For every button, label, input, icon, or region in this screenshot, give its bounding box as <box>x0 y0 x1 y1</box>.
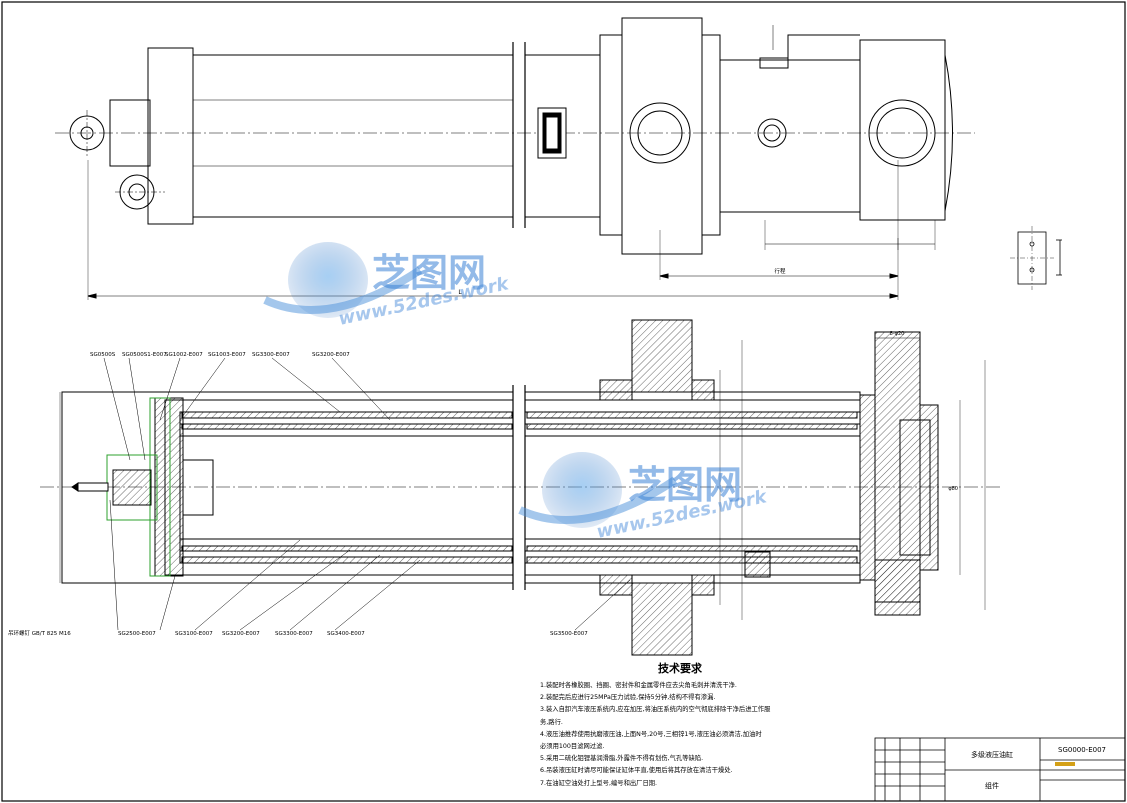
part-label: SG0500S <box>90 352 116 358</box>
tech-requirement-item: 1.装配时各橡胶圈、挡圈、密封件和金属零件应去尖角毛刺并清洗干净. <box>540 682 737 689</box>
title-block <box>874 737 1126 802</box>
tech-requirement-item: 必须用100目滤网过滤. <box>540 743 605 751</box>
tech-requirement-item: 7.在油缸空油处打上型号,编号和出厂日期. <box>540 779 658 787</box>
part-label: SG3300-E007 <box>252 352 290 358</box>
leader-lines <box>103 357 631 631</box>
tech-requirement-item: 5.采用二硫化钼锂基润滑脂,外露件不得有划伤,气孔等缺陷. <box>540 755 704 763</box>
section-view <box>40 319 1000 656</box>
title-block-drawing-no: SG0000-E007 <box>1058 746 1106 754</box>
tech-requirement-item: 务,路行. <box>540 718 563 726</box>
dim-stroke-text: 行程 <box>774 267 786 275</box>
part-labels-bottom: 吊环螺钉 GB/T 825 M16 SG2500-E007 SG3100-E00… <box>8 629 588 637</box>
watermark-brand: 芝图网 <box>372 251 486 295</box>
part-label: SG3200-E007 <box>222 631 260 637</box>
detail-view <box>1010 226 1062 290</box>
tech-requirements-title: 技术要求 <box>658 662 702 675</box>
part-label: SG3100-E007 <box>175 631 213 637</box>
part-labels-top: SG0500S SG0500S1-E007 SG1002-E007 SG1003… <box>90 352 350 358</box>
dim-flange-width: 8-φ20 <box>890 331 905 337</box>
part-label: SG1002-E007 <box>165 352 203 358</box>
tech-requirement-item: 4.液压油推荐使用抗磨液压油,上面N号,20号,三相锌1号,液压油必须清洁,加油… <box>540 730 762 738</box>
watermark-brand: 芝图网 <box>628 463 742 507</box>
part-label: SG2500-E007 <box>118 631 156 637</box>
title-block-type: 组件 <box>985 781 999 790</box>
tech-requirement-item: 3.装入自卸汽车液压系统内,应在加压,将油压系统内的空气彻底排除干净后进工作服 <box>540 706 771 714</box>
part-label: SG3300-E007 <box>275 631 313 637</box>
watermark-logo-center: 芝图网 www.52des.work <box>518 452 769 543</box>
watermark-logo-top: 芝图网 www.52des.work <box>263 242 511 330</box>
tech-requirement-item: 6.吊装液压缸时请尽可能保证缸体平直,使用后将其存放在清洁干燥处. <box>540 767 733 775</box>
dim-overall-text: L <box>458 289 462 296</box>
tech-requirement-item: 2.装配完后应进行25MPa压力试验,保持5分钟,结构不得有渗漏. <box>540 694 716 702</box>
title-block-name: 多级液压油缸 <box>971 750 1013 759</box>
part-label: SG3500-E007 <box>550 631 588 637</box>
part-label: 吊环螺钉 GB/T 825 M16 <box>8 629 71 637</box>
dim-right-bore: φ80 <box>948 486 958 492</box>
tech-requirements: 技术要求 1.装配时各橡胶圈、挡圈、密封件和金属零件应去尖角毛刺并清洗干净. 2… <box>540 660 870 790</box>
part-label: SG3400-E007 <box>327 631 365 637</box>
part-label: SG1003-E007 <box>208 352 246 358</box>
top-view <box>55 17 975 300</box>
part-label: SG0500S1-E007 <box>122 352 167 358</box>
part-label: SG3200-E007 <box>312 352 350 358</box>
